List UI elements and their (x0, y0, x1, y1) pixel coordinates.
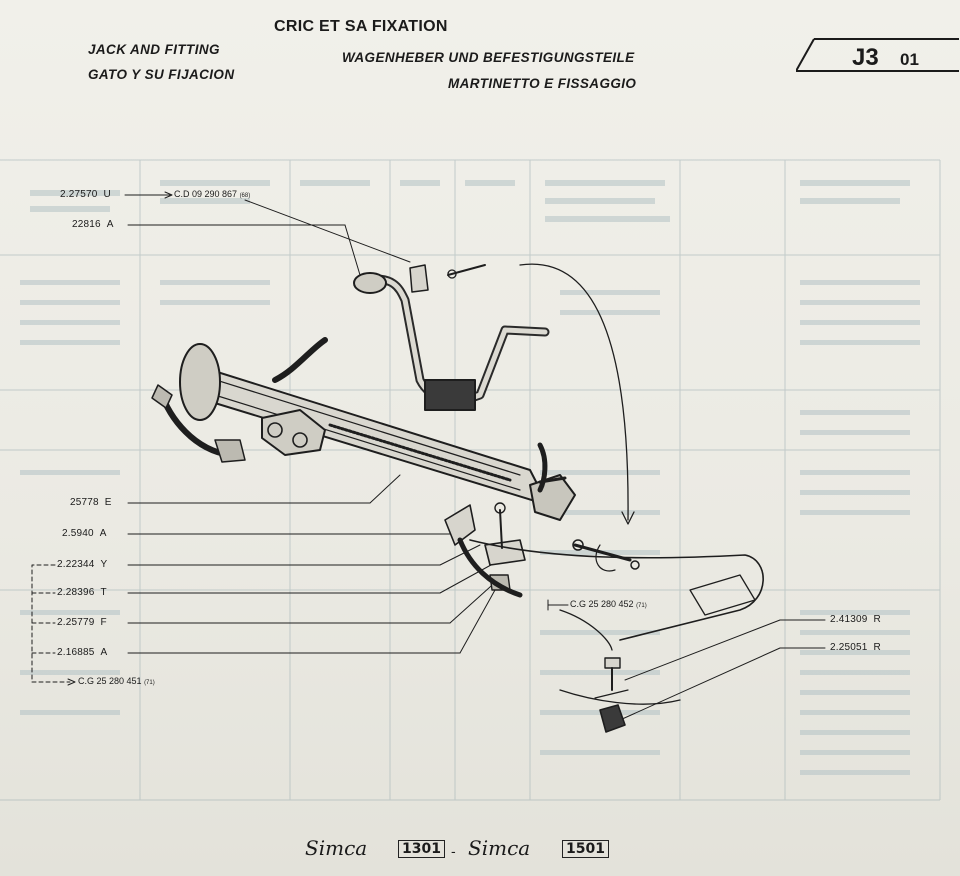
title-german: WAGENHEBER UND BEFESTIGUNGSTEILE (342, 50, 635, 65)
part-ref-10: 2.25051 R (830, 642, 881, 653)
footer-separator: - (451, 843, 456, 859)
footer-brand-2: Simca (468, 836, 531, 860)
title-spanish: GATO Y SU FIJACION (88, 67, 235, 82)
part-ref-2: 22816 A (72, 219, 114, 230)
part-ref-3: 25778 E (70, 497, 112, 508)
part-ref-6: 2.28396 T (57, 587, 107, 598)
footer-model-1: 1301 (398, 840, 445, 858)
part-ref-8: 2.16885 A (57, 647, 108, 658)
page-code-box (796, 38, 960, 72)
part-ref-4: 2.5940 A (62, 528, 107, 539)
part-ref-9: 2.41309 R (830, 614, 881, 625)
part-ref-7: 2.25779 F (57, 617, 107, 628)
page-code-sub: 01 (900, 50, 919, 69)
footer-brand-1: Simca (305, 836, 368, 860)
page-code-main: J3 (852, 44, 879, 71)
part-ref-1: 2.27570 U (60, 189, 111, 200)
part-ref-5: 2.22344 Y (57, 559, 108, 570)
footer-model-2: 1501 (562, 840, 609, 858)
title-french: CRIC ET SA FIXATION (274, 18, 448, 35)
cross-ref-3: C.G 25 280 451 (71) (78, 676, 155, 686)
cross-ref-1: C.D 09 290 867 (68) (174, 189, 251, 199)
title-english: JACK AND FITTING (88, 42, 220, 57)
title-italian: MARTINETTO E FISSAGGIO (448, 76, 637, 91)
cross-ref-2: C.G 25 280 452 (71) (570, 599, 647, 609)
